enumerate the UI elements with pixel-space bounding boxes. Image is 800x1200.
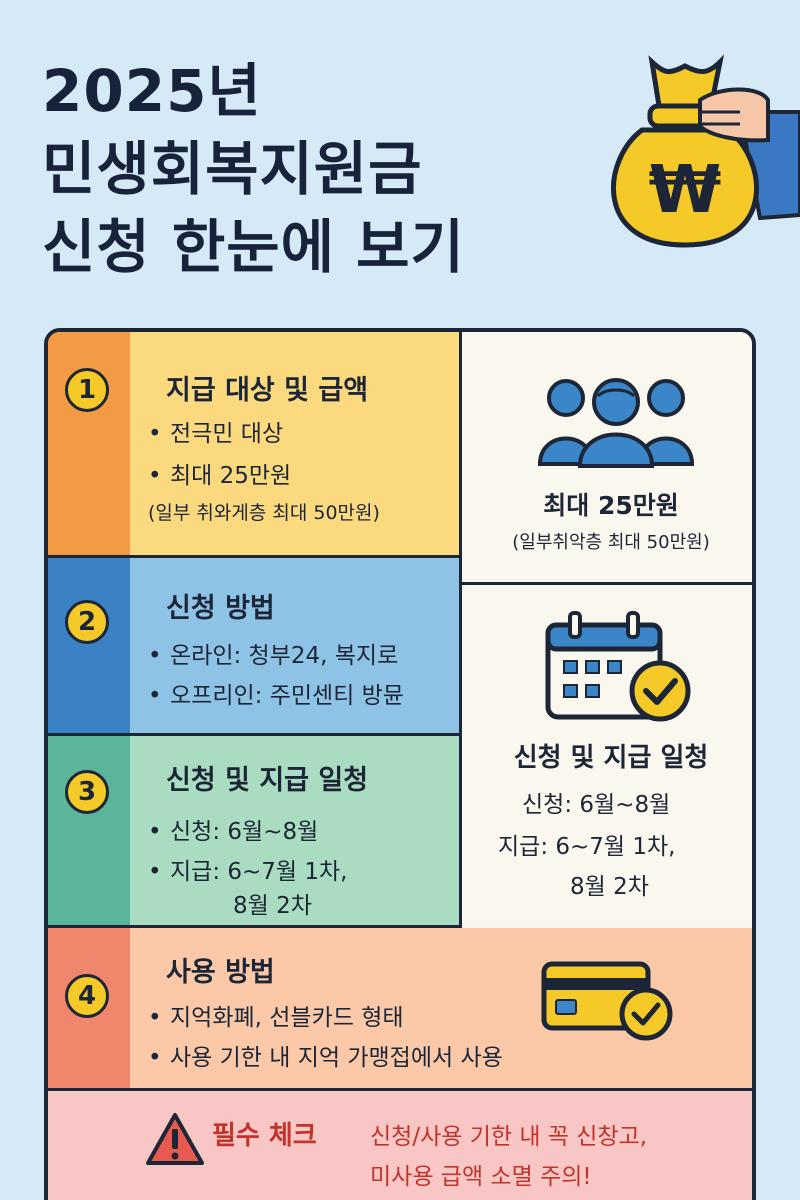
people-group-icon: [537, 378, 695, 468]
info-board: 1 지급 대상 및 급액 •전극민 대상 •최대 25만원 (일부 취와게층 최…: [44, 328, 756, 1200]
bullet-continuation: 8월 2차: [233, 893, 312, 919]
section-number-badge: 1: [65, 368, 109, 412]
section-usage: 4 사용 방법 •지억화폐, 선블카드 형태 •사용 기한 내 지억 가맹접에서…: [48, 928, 752, 1091]
amount-panel: 최대 25만원 (일부취악층 최대 50만원): [462, 332, 752, 585]
section-application-method: 2 신청 방법 •온라인: 청부24, 복지로 •오프리인: 주민센티 방뮨: [48, 558, 462, 736]
bullet-item: •최대 25만원: [148, 463, 292, 489]
section-number-badge: 3: [65, 770, 109, 814]
max-amount-label: 최대 25만원: [543, 491, 679, 520]
title-line-name: 민생회복지원금: [42, 135, 423, 203]
warning-section: 필수 체크 신청/사용 기한 내 꼭 신창고, 미사용 급액 소멸 주의!: [48, 1091, 752, 1200]
section-schedule: 3 신청 및 지급 일청 •신청: 6월~8월 •지급: 6~7월 1차, 8월…: [48, 736, 462, 928]
section-title: 사용 방법: [166, 957, 275, 988]
schedule-panel: 신청 및 지급 일청 신청: 6월~8월 지급: 6~7월 1차, 8월 2차: [462, 585, 752, 928]
warning-triangle-icon: [146, 1113, 204, 1165]
bullet-item: •사용 기한 내 지억 가맹접에서 사용: [148, 1045, 503, 1071]
section-title: 지급 대상 및 급액: [166, 375, 369, 406]
title-line-year: 2025년: [42, 57, 262, 125]
warning-text-line1: 신청/사용 기한 내 꼭 신창고,: [370, 1124, 648, 1150]
section-number-badge: 4: [65, 974, 109, 1018]
section-stripe: [48, 736, 130, 925]
bullet-item: •오프리인: 주민센티 방뮨: [148, 683, 404, 709]
section-stripe: [48, 332, 130, 555]
page-title: 2025년 민생회복지원금 신청 한눈에 보기: [42, 52, 465, 286]
credit-card-check-icon: [541, 961, 673, 1041]
section-stripe: [48, 558, 130, 733]
section-eligibility: 1 지급 대상 및 급액 •전극민 대상 •최대 25만원 (일부 취와게층 최…: [48, 332, 462, 558]
calendar-check-icon: [545, 611, 691, 722]
schedule-pay: 지급: 6~7월 1차,: [498, 834, 676, 860]
bullet-item: •온라인: 청부24, 복지로: [148, 643, 399, 669]
warning-title: 필수 체크: [212, 1121, 317, 1151]
bullet-item: •지억화폐, 선블카드 형태: [148, 1005, 404, 1031]
title-line-summary: 신청 한눈에 보기: [42, 213, 465, 281]
warning-text-line2: 미사용 급액 소멸 주의!: [370, 1164, 592, 1190]
bullet-item: •지급: 6~7월 1차,: [148, 859, 348, 885]
bullet-item: •전극민 대상: [148, 421, 284, 447]
currency-symbol: ₩: [649, 151, 722, 228]
money-bag-icon: ₩: [610, 54, 800, 248]
schedule-title: 신청 및 지급 일청: [513, 743, 709, 773]
schedule-pay-second: 8월 2차: [570, 874, 649, 900]
section-title: 신청 및 지급 일청: [166, 765, 369, 796]
max-amount-note: (일부취악층 최대 50만원): [512, 532, 710, 553]
bullet-note: (일부 취와게층 최대 50만원): [148, 502, 380, 524]
bullet-item: •신청: 6월~8월: [148, 819, 319, 845]
section-title: 신청 방법: [166, 593, 275, 624]
section-number-badge: 2: [65, 600, 109, 644]
schedule-apply: 신청: 6월~8월: [522, 792, 671, 818]
